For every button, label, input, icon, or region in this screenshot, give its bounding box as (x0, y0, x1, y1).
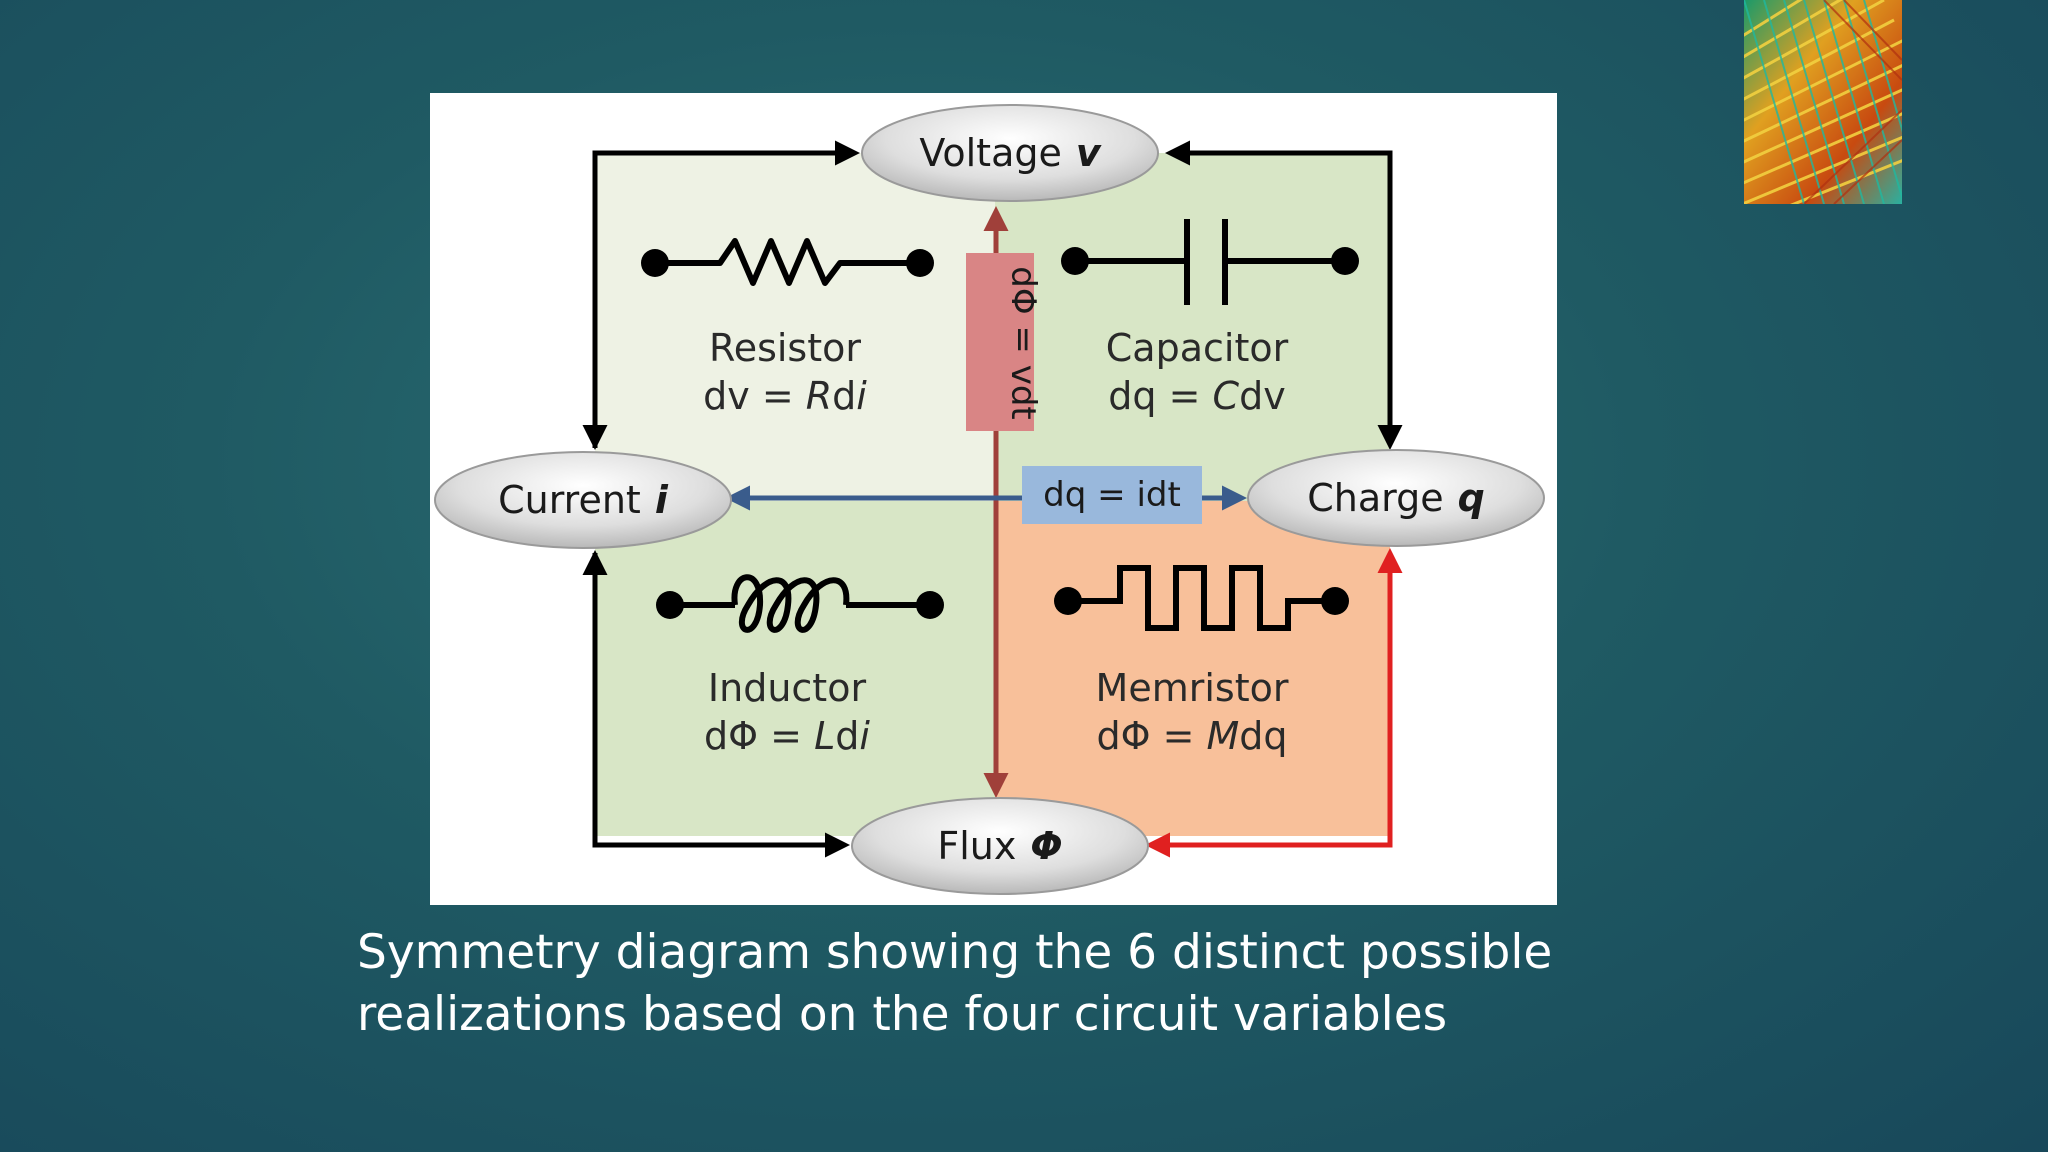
symmetry-diagram: dΦ = vdt dq = idt Resistor dv = Rdi Capa… (430, 93, 1557, 905)
memristor-label: Memristor (1096, 666, 1289, 710)
flux-node-symbol: Φ (1030, 824, 1062, 868)
flux-node: Flux Φ (851, 797, 1149, 895)
quadrant-bottom-right (995, 501, 1390, 836)
capacitor-equation: dq = Cdv (1108, 374, 1285, 418)
current-node-label: Current (498, 478, 641, 522)
flux-node-label: Flux (937, 824, 1016, 868)
flux-voltage-relation: dΦ = vdt (1003, 266, 1043, 419)
voltage-node-label: Voltage (919, 131, 1062, 175)
charge-current-relation: dq = idt (1043, 475, 1181, 515)
charge-node-symbol: q (1458, 476, 1485, 520)
inductor-label: Inductor (708, 666, 867, 710)
slide-caption: Symmetry diagram showing the 6 distinct … (357, 922, 1757, 1046)
inductor-equation: dΦ = Ldi (704, 714, 870, 758)
capacitor-symbol (1061, 219, 1359, 305)
caption-line-2: realizations based on the four circuit v… (357, 987, 1448, 1042)
charge-node-label: Charge (1307, 476, 1443, 520)
resistor-label: Resistor (709, 326, 861, 370)
current-node: Current i (434, 451, 732, 549)
memristor-equation: dΦ = Mdq (1096, 714, 1287, 758)
voltage-node: Voltage v (861, 104, 1159, 202)
quadrant-bottom-left (595, 501, 1038, 836)
capacitor-label: Capacitor (1106, 326, 1289, 370)
memristor-symbol (1054, 565, 1349, 631)
diagram-canvas: dΦ = vdt dq = idt Resistor dv = Rdi Capa… (434, 104, 1545, 895)
resistor-symbol (641, 238, 934, 286)
flux-voltage-relation-box (966, 253, 1034, 431)
inductor-symbol (656, 574, 944, 633)
resistor-equation: dv = Rdi (703, 374, 867, 418)
charge-current-relation-box (1022, 466, 1202, 524)
current-node-symbol: i (655, 478, 669, 522)
corner-decoration (1744, 0, 1902, 204)
voltage-node-symbol: v (1076, 131, 1102, 175)
caption-line-1: Symmetry diagram showing the 6 distinct … (357, 925, 1553, 980)
